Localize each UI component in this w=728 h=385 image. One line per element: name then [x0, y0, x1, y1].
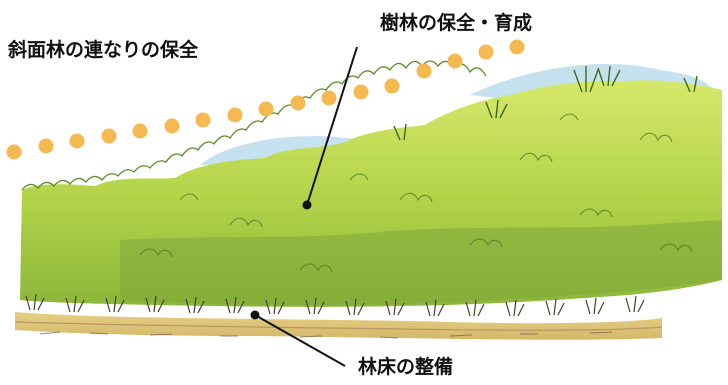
understory-tufts [25, 293, 645, 317]
forest-floor-label: 林床の整備 [358, 356, 454, 378]
tree-forest-label: 樹林の保全・育成 [380, 12, 533, 34]
ridge-dotted-line [6, 39, 525, 160]
leader-line-tree-forest [302, 46, 358, 210]
floor-debris [39, 331, 613, 339]
slope-forest-label: 斜面林の連なりの保全 [8, 39, 199, 61]
tree-canopy [20, 60, 722, 307]
forest-floor-ground [14, 312, 663, 340]
leader-line-forest-floor [250, 310, 346, 367]
